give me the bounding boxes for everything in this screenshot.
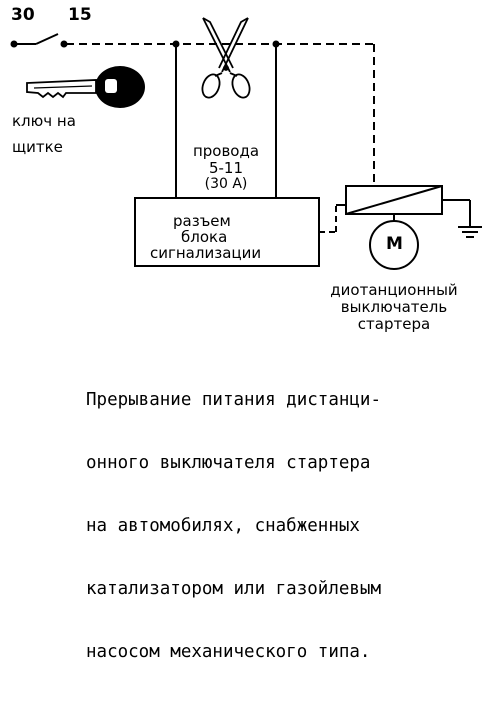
caption-line: онного выключателя стартера: [86, 453, 371, 473]
wires-label-line1: провода: [192, 142, 260, 160]
caption-line: Прерывание питания дистанци-: [86, 390, 382, 410]
wiring-diagram: 30 15 ключ на щитке провода 5-11 (30 A) …: [10, 5, 482, 662]
connector-label-line3: сигнализации: [150, 244, 262, 262]
connector-label-line1: разъем: [173, 212, 231, 230]
ground-icon: [458, 226, 482, 238]
key-label-line2: щитке: [12, 138, 63, 156]
motor-icon: [369, 220, 419, 270]
key-label-line1: ключ на: [12, 112, 76, 130]
key-icon: [26, 66, 145, 108]
connector-label-line2: блока: [181, 228, 228, 246]
relay-label-line3: стартера: [357, 315, 431, 333]
caption-line: насосом механического типа.: [86, 642, 371, 662]
caption-line: катализатором или газойлевым: [86, 579, 382, 599]
relay-coil-diagonal: [345, 185, 443, 215]
caption-line: на автомобилях, снабженных: [86, 516, 360, 536]
terminal-15-dot: [60, 40, 68, 48]
motor-symbol: М: [386, 234, 403, 254]
wires-label-line3: (30 A): [204, 176, 248, 192]
ignition-switch-contact: [35, 33, 59, 45]
caption: Прерывание питания дистанци- онного выкл…: [86, 348, 496, 705]
terminal-15-label: 15: [68, 5, 92, 25]
relay-label-line1: диотанционный: [330, 281, 458, 299]
relay-label-line2: выключатель: [340, 298, 448, 316]
diagram-lines: [10, 17, 482, 270]
scissors-icon: [201, 17, 251, 99]
wires-label-line2: 5-11: [208, 159, 244, 177]
terminal-30-label: 30: [11, 5, 35, 25]
